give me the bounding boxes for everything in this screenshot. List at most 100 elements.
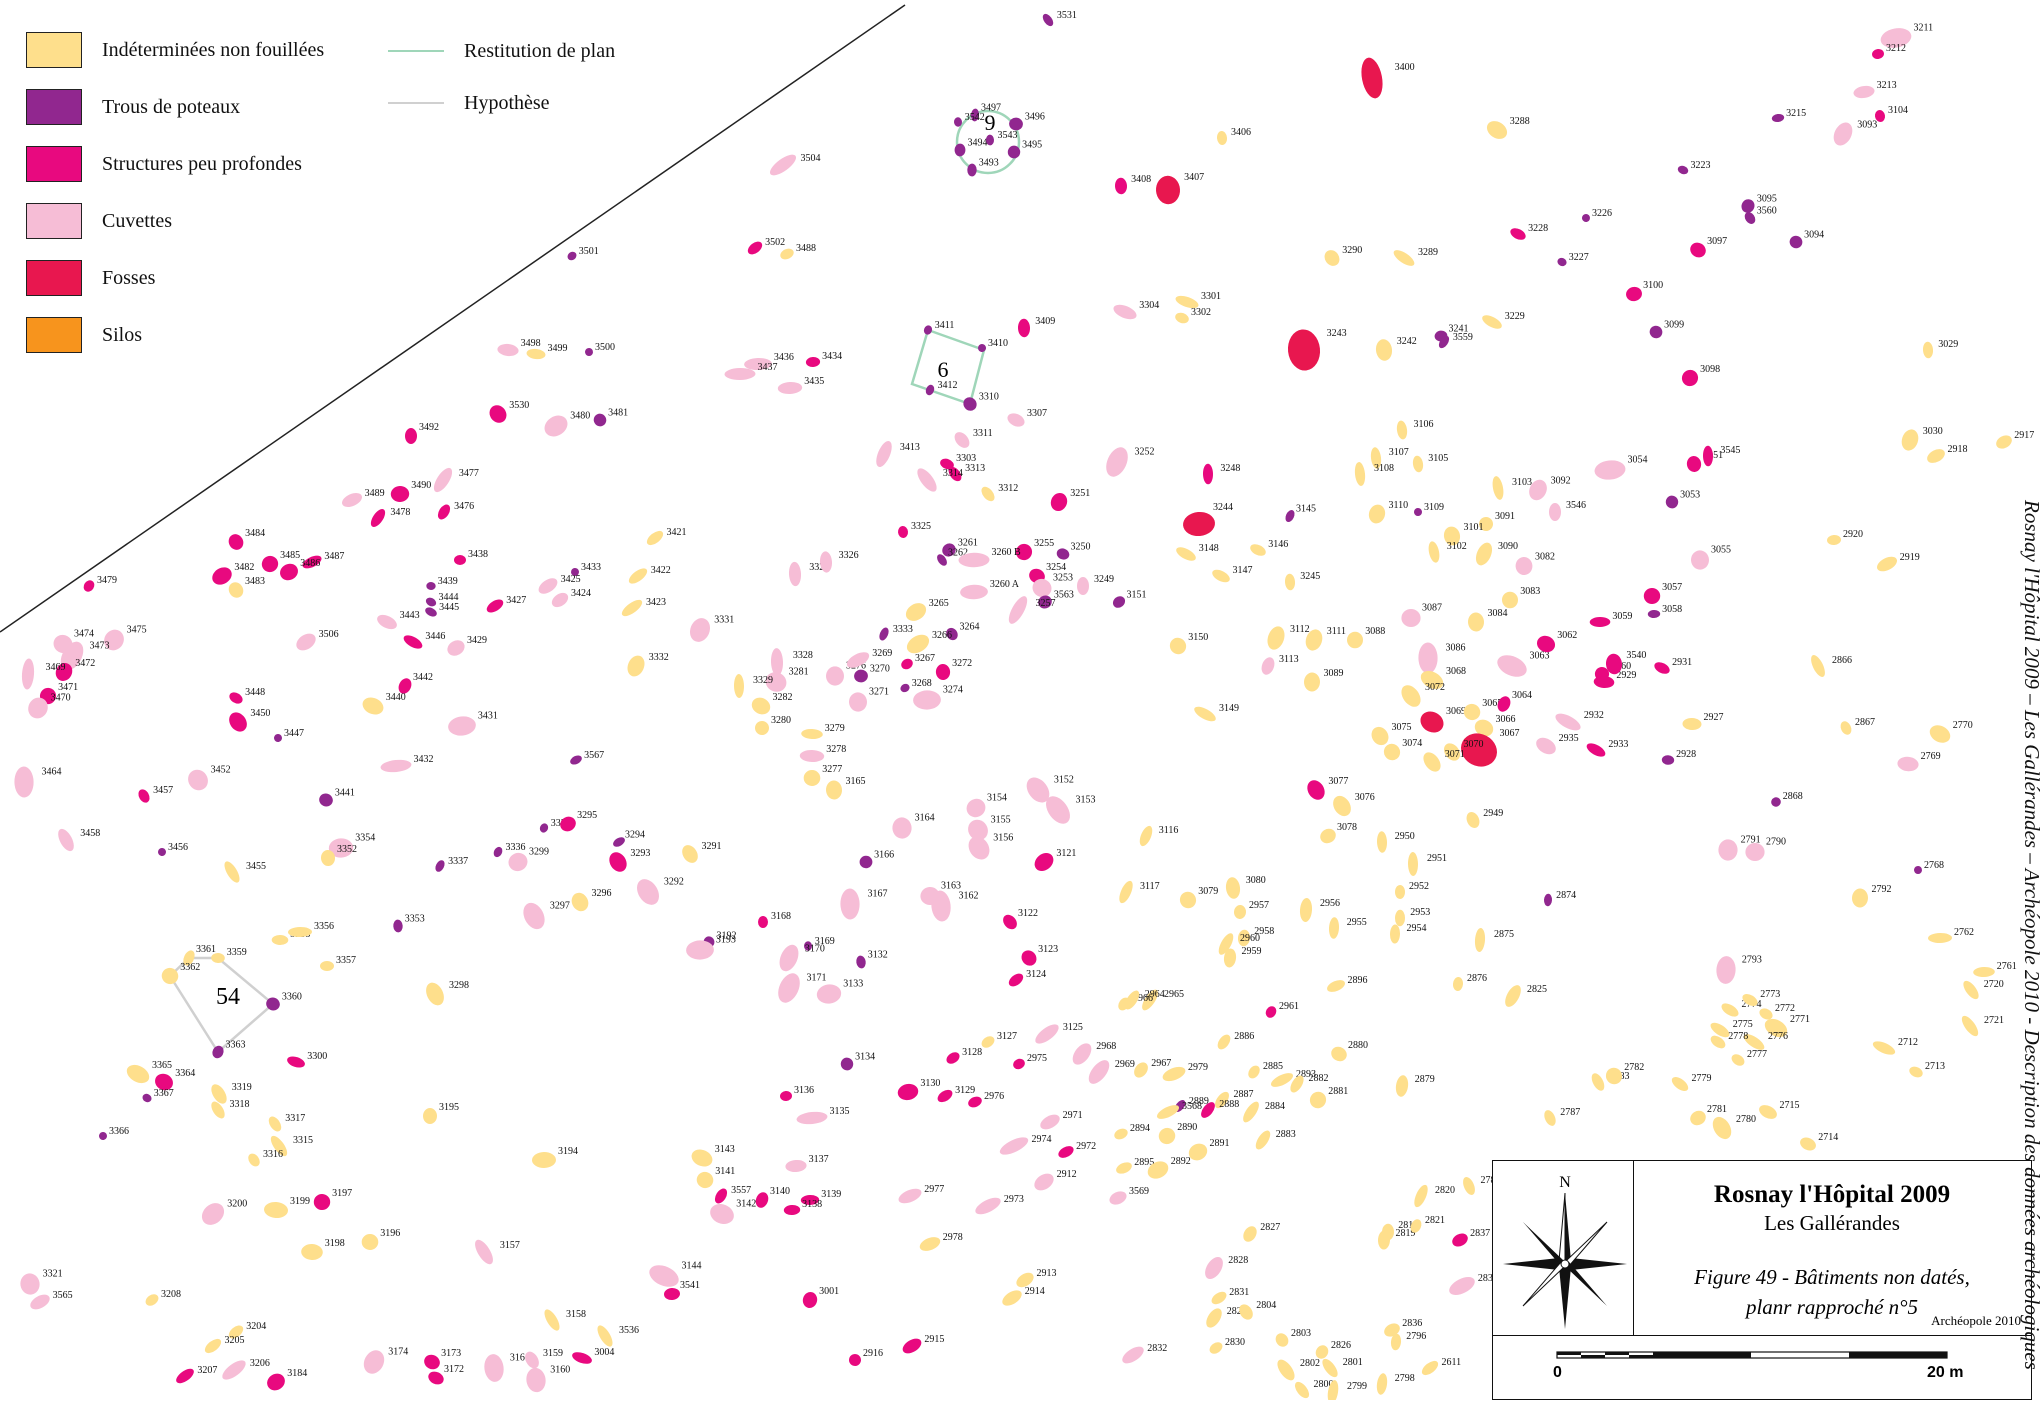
feature-label-3066: 3066 <box>1496 714 1516 725</box>
feature-label-2796: 2796 <box>1406 1331 1426 1342</box>
feature-label-3299: 3299 <box>529 846 549 857</box>
legend-label: Restitution de plan <box>464 39 616 62</box>
feature-label-3199: 3199 <box>290 1196 310 1207</box>
feature-2973 <box>975 1197 1001 1215</box>
feature-3104 <box>1874 110 1886 122</box>
feature-label-3242: 3242 <box>1397 336 1417 347</box>
feature-2838 <box>1449 1277 1475 1295</box>
feature-label-3166: 3166 <box>874 850 894 861</box>
feature-2952 <box>1395 885 1405 899</box>
feature-label-2837: 2837 <box>1470 1228 1490 1239</box>
feature-3431 <box>448 716 476 736</box>
feature-3264 <box>946 627 958 641</box>
feature-label-3075: 3075 <box>1392 722 1412 733</box>
feature-label-2956: 2956 <box>1320 898 1340 909</box>
feature-label-2967: 2967 <box>1151 1058 1171 1069</box>
feature-2969 <box>1088 1060 1110 1084</box>
legend-item-fosses: Fosses <box>26 260 155 296</box>
feature-label-3325: 3325 <box>911 521 931 532</box>
feature-label-3127: 3127 <box>997 1031 1017 1042</box>
feature-label-3070: 3070 <box>1464 739 1484 750</box>
feature-label-2891: 2891 <box>1210 1138 1230 1149</box>
feature-3311 <box>954 432 970 448</box>
feature-label-3139: 3139 <box>821 1189 841 1200</box>
feature-3132 <box>856 955 866 969</box>
feature-label-3482: 3482 <box>234 562 254 573</box>
feature-label-2770: 2770 <box>1953 720 1973 731</box>
feature-3364 <box>155 1073 173 1091</box>
feature-label-3458: 3458 <box>80 828 100 839</box>
feature-label-3213: 3213 <box>1877 80 1897 91</box>
feature-label-3472: 3472 <box>75 658 95 669</box>
feature-label-3440: 3440 <box>386 692 406 703</box>
feature-3278 <box>799 749 825 763</box>
feature-3207 <box>176 1368 194 1384</box>
legend-line-swatch <box>388 50 444 52</box>
feature-3477 <box>433 467 453 493</box>
feature-2721 <box>1961 1015 1979 1037</box>
feature-label-3053: 3053 <box>1680 490 1700 501</box>
feature-3450 <box>229 712 247 732</box>
feature-2775 <box>1710 1022 1730 1038</box>
feature-3367 <box>142 1093 152 1103</box>
feature-3484 <box>228 534 244 550</box>
feature-3439 <box>426 581 436 591</box>
feature-3452 <box>188 769 208 791</box>
feature-label-3298: 3298 <box>449 980 469 991</box>
feature-label-3087: 3087 <box>1422 602 1442 613</box>
feature-3054 <box>1594 460 1626 480</box>
feature-label-3100: 3100 <box>1643 280 1663 291</box>
feature-3205 <box>204 1338 222 1354</box>
feature-label-3160: 3160 <box>550 1364 570 1375</box>
feature-label-3408: 3408 <box>1131 174 1151 185</box>
feature-label-2931: 2931 <box>1672 657 1692 668</box>
feature-3162 <box>931 890 951 922</box>
feature-3563 <box>1038 595 1052 609</box>
feature-3336 <box>493 846 503 858</box>
feature-label-3364: 3364 <box>175 1068 195 1079</box>
feature-3476 <box>437 504 451 520</box>
feature-3070 <box>1443 743 1461 761</box>
feature-label-3441: 3441 <box>335 788 355 799</box>
feature-label-2768: 2768 <box>1924 860 1944 871</box>
feature-3423 <box>621 599 643 617</box>
feature-3360 <box>266 997 280 1011</box>
feature-3227 <box>1557 257 1567 267</box>
feature-label-3545: 3545 <box>1720 445 1740 456</box>
feature-label-3159: 3159 <box>543 1348 563 1359</box>
feature-2918 <box>1927 449 1945 463</box>
feature-3536 <box>597 1325 613 1347</box>
feature-label-3435: 3435 <box>804 376 824 387</box>
feature-2928 <box>1661 755 1675 765</box>
feature-3541 <box>664 1287 680 1301</box>
feature-label-3169: 3169 <box>815 936 835 947</box>
feature-3421 <box>646 530 664 546</box>
feature-3171 <box>778 973 800 1003</box>
feature-label-3054: 3054 <box>1627 454 1647 465</box>
feature-3557 <box>714 1188 728 1204</box>
feature-label-2954: 2954 <box>1407 923 1427 934</box>
feature-label-3062: 3062 <box>1557 630 1577 641</box>
feature-3363 <box>212 1045 224 1059</box>
feature-2959 <box>1223 948 1237 968</box>
feature-3208 <box>145 1294 159 1306</box>
feature-3082 <box>1515 557 1533 575</box>
feature-label-3427: 3427 <box>506 595 526 606</box>
feature-label-3456: 3456 <box>168 842 188 853</box>
feature-3479 <box>83 580 95 592</box>
feature-3559 <box>1438 335 1450 349</box>
feature-3228 <box>1510 228 1526 240</box>
feature-3312 <box>981 486 995 502</box>
feature-label-3134: 3134 <box>855 1052 875 1063</box>
feature-3249 <box>1077 577 1089 595</box>
credit: Archéopole 2010 <box>1931 1313 2021 1328</box>
feature-3197 <box>313 1193 331 1211</box>
feature-3279 <box>801 728 823 740</box>
feature-2912 <box>1034 1173 1054 1191</box>
feature-label-3297: 3297 <box>550 900 570 911</box>
feature-3110 <box>1368 504 1386 524</box>
feature-3433 <box>571 568 579 576</box>
feature-label-2886: 2886 <box>1234 1031 1254 1042</box>
feature-2836 <box>1384 1323 1400 1337</box>
title-cell: Rosnay l'Hôpital 2009 Les Gallérandes Fi… <box>1633 1161 2031 1335</box>
